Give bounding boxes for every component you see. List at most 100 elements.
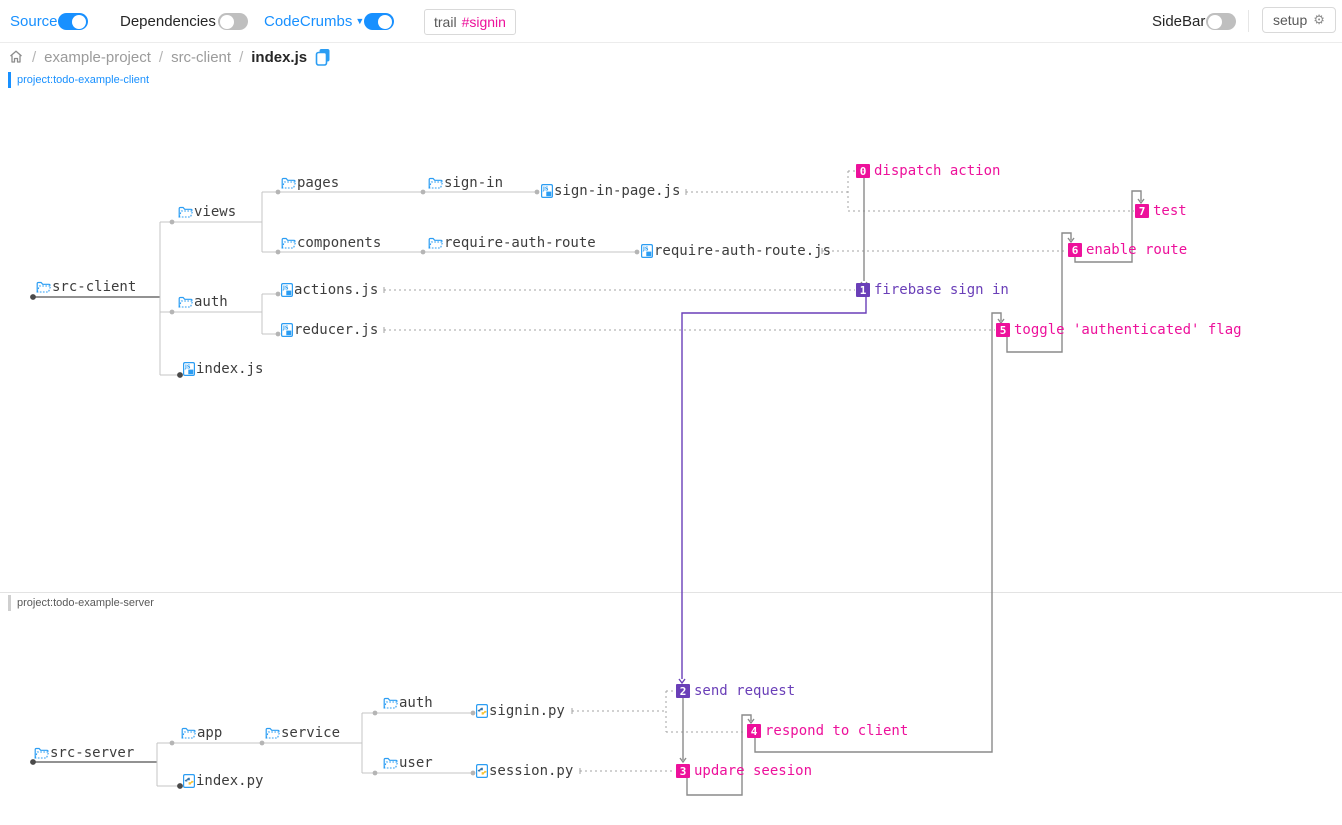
node-label: actions.js xyxy=(294,282,379,298)
js-file-icon: JS xyxy=(183,362,195,376)
node-label: src-server xyxy=(50,745,135,761)
tree-junction-dots xyxy=(169,189,640,776)
codecrumbs-dropdown[interactable]: CodeCrumbs ▼ xyxy=(264,0,364,42)
tree-node-src-client[interactable]: src-client xyxy=(36,278,136,296)
crumb-6-enable-route[interactable]: 6 enable route xyxy=(1068,242,1187,258)
crumb-1-firebase-sign-in[interactable]: 1 firebase sign in xyxy=(856,282,1009,298)
toolbar-divider xyxy=(1248,10,1249,32)
node-label: reducer.js xyxy=(294,322,379,338)
tree-node-service[interactable]: service xyxy=(265,724,340,742)
node-label: views xyxy=(194,204,237,220)
sidebar-toggle[interactable] xyxy=(1206,13,1236,30)
crumb-label: test xyxy=(1153,203,1187,219)
crumb-badge: 5 xyxy=(996,323,1010,337)
folder-icon xyxy=(383,697,398,710)
breadcrumb: / example-project / src-client / index.j… xyxy=(8,42,331,72)
tree-node-require-auth-route-js[interactable]: JS require-auth-route.js xyxy=(641,242,831,260)
toolbar: Source ▼ Dependencies CodeCrumbs ▼ trail… xyxy=(0,0,1342,43)
tree-node-index-py[interactable]: index.py xyxy=(183,772,263,790)
tree-node-index-js[interactable]: JS index.js xyxy=(183,360,263,378)
tree-node-user[interactable]: user xyxy=(383,754,433,772)
tree-node-require-auth-route[interactable]: require-auth-route xyxy=(428,234,596,252)
node-label: user xyxy=(399,755,433,771)
svg-text:JS: JS xyxy=(184,364,191,370)
svg-text:JS: JS xyxy=(282,285,289,291)
tree-node-src-server[interactable]: src-server xyxy=(34,744,134,762)
node-label: require-auth-route.js xyxy=(654,243,832,259)
crumb-4-respond-to-client[interactable]: 4 respond to client xyxy=(747,723,909,739)
crumb-3-updare-seesion[interactable]: 3 updare seesion xyxy=(676,763,813,779)
project-label-server: project:todo-example-server xyxy=(8,595,154,611)
tree-node-actions-js[interactable]: JS actions.js xyxy=(281,281,378,299)
crumb-0-dispatch-action[interactable]: 0 dispatch action xyxy=(856,163,1001,179)
crumb-badge: 2 xyxy=(676,684,690,698)
crumb-label: respond to client xyxy=(765,723,909,739)
crumb-5-toggle-authenticated-flag[interactable]: 5 toggle 'authenticated' flag xyxy=(996,322,1242,338)
crumb-flow-lines-selected xyxy=(678,297,867,685)
tree-node-components[interactable]: components xyxy=(281,234,381,252)
crumb-badge: 7 xyxy=(1135,204,1149,218)
svg-text:JS: JS xyxy=(642,246,649,252)
breadcrumb-item-example-project[interactable]: example-project xyxy=(44,48,151,66)
gear-icon: ⚙ xyxy=(1313,12,1325,27)
breadcrumb-item-src-client[interactable]: src-client xyxy=(171,48,232,66)
js-file-icon: JS xyxy=(641,244,653,258)
setup-button[interactable]: setup ⚙ xyxy=(1262,7,1336,33)
folder-icon xyxy=(178,206,193,219)
node-label: index.js xyxy=(196,361,264,377)
tree-node-server-auth[interactable]: auth xyxy=(383,694,433,712)
source-toggle[interactable] xyxy=(58,13,88,30)
crumb-2-send-request[interactable]: 2 send request xyxy=(676,683,796,699)
js-file-icon: JS xyxy=(281,323,293,337)
codecrumbs-toggle[interactable] xyxy=(364,13,394,30)
copy-icon[interactable] xyxy=(315,48,331,66)
tree-node-views[interactable]: views xyxy=(178,203,236,221)
tree-node-sign-in[interactable]: sign-in xyxy=(428,174,503,192)
py-file-icon xyxy=(476,704,488,718)
crumb-7-test[interactable]: 7 test xyxy=(1135,203,1187,219)
dependencies-toggle[interactable] xyxy=(218,13,248,30)
crumb-badge: 0 xyxy=(856,164,870,178)
js-file-icon: JS xyxy=(281,283,293,297)
folder-icon xyxy=(181,727,196,740)
tree-node-app[interactable]: app xyxy=(181,724,222,742)
home-icon[interactable] xyxy=(8,49,24,65)
trail-prefix: trail xyxy=(434,14,457,30)
node-label: signin.py xyxy=(489,703,565,719)
node-label: auth xyxy=(194,294,228,310)
tree-node-pages[interactable]: pages xyxy=(281,174,339,192)
breadcrumb-separator: / xyxy=(32,48,37,66)
trail-selector[interactable]: trail #signin xyxy=(424,9,516,35)
crumb-label: updare seesion xyxy=(694,763,813,779)
py-file-icon xyxy=(476,764,488,778)
tree-node-sign-in-page-js[interactable]: JS sign-in-page.js xyxy=(541,182,680,200)
tree-node-session-py[interactable]: session.py xyxy=(476,762,573,780)
crumb-badge: 6 xyxy=(1068,243,1082,257)
svg-text:JS: JS xyxy=(282,325,289,331)
folder-icon xyxy=(428,177,443,190)
section-divider xyxy=(0,592,1342,593)
py-file-icon xyxy=(183,774,195,788)
toggle-knob xyxy=(378,14,392,29)
node-label: index.py xyxy=(196,773,264,789)
setup-label: setup xyxy=(1273,12,1308,28)
project-label-client: project:todo-example-client xyxy=(8,72,149,88)
codecrumbs-label: CodeCrumbs xyxy=(264,12,353,30)
node-label: app xyxy=(197,725,223,741)
folder-icon xyxy=(265,727,280,740)
toggle-knob xyxy=(72,14,86,29)
dependencies-label: Dependencies xyxy=(120,12,216,30)
tree-node-auth[interactable]: auth xyxy=(178,293,228,311)
crumb-label: send request xyxy=(694,683,796,699)
toggle-knob xyxy=(1208,14,1222,29)
node-label: session.py xyxy=(489,763,574,779)
trail-tag: #signin xyxy=(461,14,506,30)
tree-anchor-dots xyxy=(30,294,183,789)
crumb-label: dispatch action xyxy=(874,163,1001,179)
tree-node-signin-py[interactable]: signin.py xyxy=(476,702,565,720)
tree-node-reducer-js[interactable]: JS reducer.js xyxy=(281,321,378,339)
source-label: Source xyxy=(10,12,58,30)
node-label: service xyxy=(281,725,341,741)
breadcrumb-current: index.js xyxy=(251,48,308,66)
node-label: pages xyxy=(297,175,340,191)
